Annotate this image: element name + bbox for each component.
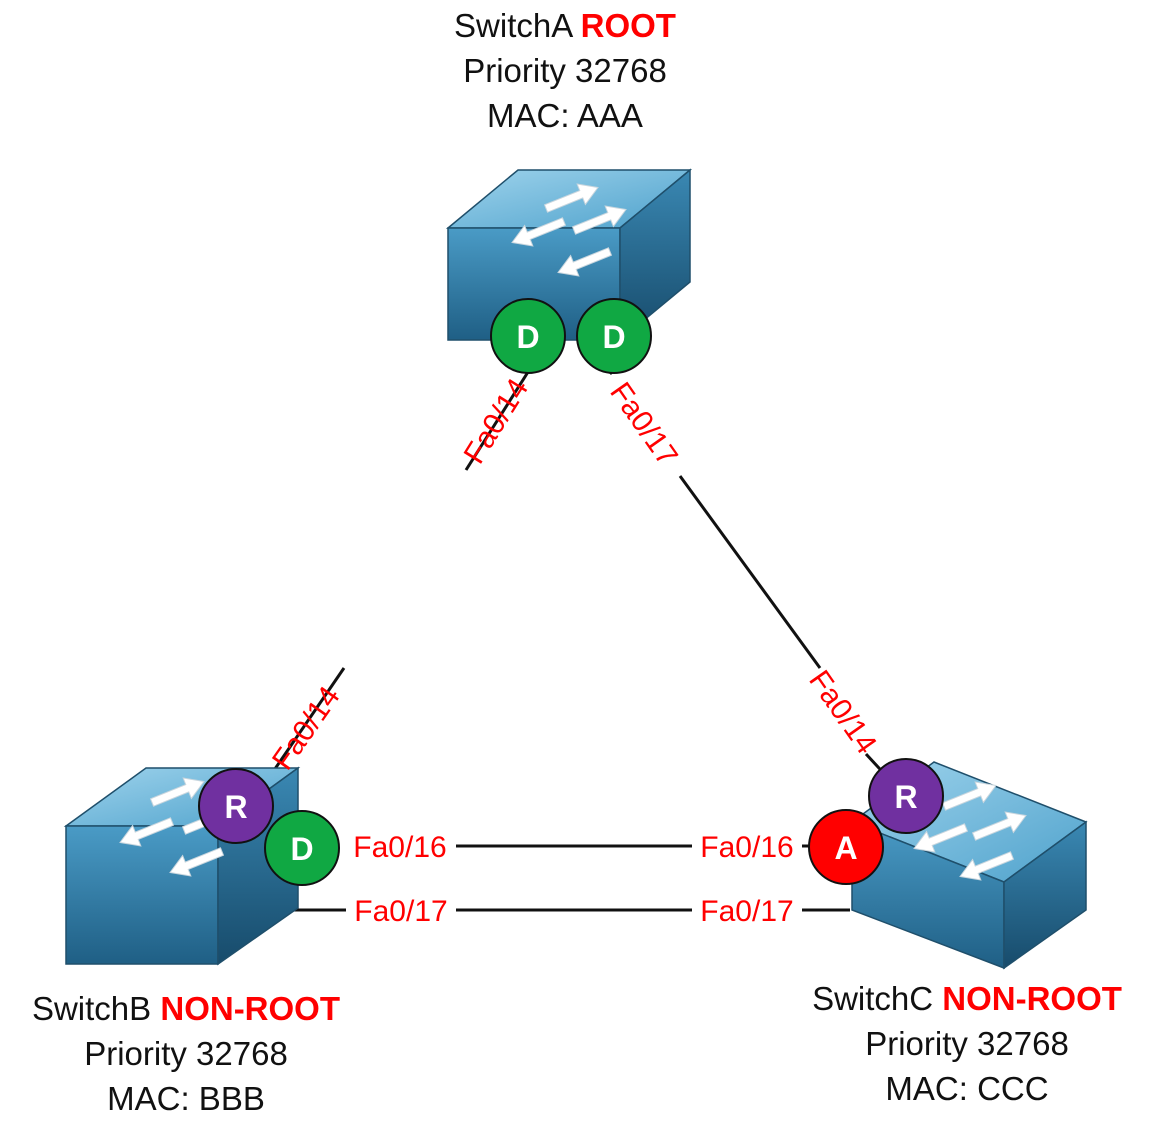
- link-a-b: [264, 667, 346, 783]
- switch-b-root-port-badge: R: [198, 768, 274, 844]
- link-a-b: [464, 371, 530, 471]
- svg-text:A: A: [834, 830, 857, 866]
- switch-b-label: SwitchB NON-ROOT Priority 32768 MAC: BBB: [0, 986, 372, 1121]
- svg-text:D: D: [290, 831, 313, 867]
- switch-b-name: SwitchB: [31, 990, 152, 1027]
- svg-text:D: D: [602, 319, 625, 355]
- switch-a-icon: [445, 168, 693, 342]
- label-a-fa017: Fa0/17: [603, 377, 684, 472]
- switch-c-priority: Priority 32768: [865, 1025, 1069, 1062]
- switch-a-label: SwitchA ROOT Priority 32768 MAC: AAA: [360, 3, 770, 138]
- link-a-c: [678, 475, 822, 669]
- switch-b-designated-port-badge: D: [264, 810, 340, 886]
- switch-a-port-fa017-badge: D: [576, 298, 652, 374]
- switch-a-priority: Priority 32768: [463, 52, 667, 89]
- switch-c-mac: MAC: CCC: [885, 1070, 1049, 1107]
- links: [264, 370, 892, 912]
- svg-text:R: R: [894, 779, 917, 815]
- switch-c-alternate-port-badge: A: [808, 809, 884, 885]
- label-b-fa014: Fa0/14: [266, 681, 347, 776]
- switch-c-root-port-badge: R: [868, 758, 944, 834]
- switch-b-role: NON-ROOT: [160, 990, 341, 1027]
- switch-a-name: SwitchA: [454, 7, 572, 44]
- label-a-fa014: Fa0/14: [458, 373, 535, 470]
- svg-text:R: R: [224, 789, 247, 825]
- label-c-fa014: Fa0/14: [802, 665, 883, 760]
- switch-a-port-fa014-badge: D: [490, 298, 566, 374]
- svg-text:D: D: [516, 319, 539, 355]
- label-c-fa016: Fa0/16: [700, 831, 793, 864]
- label-b-fa016: Fa0/16: [353, 831, 446, 864]
- switch-b-mac: MAC: BBB: [107, 1080, 265, 1117]
- switch-c-label: SwitchC NON-ROOT Priority 32768 MAC: CCC: [778, 976, 1156, 1111]
- label-b-fa017: Fa0/17: [354, 895, 447, 928]
- port-role-badges: D D R D R A: [198, 298, 944, 886]
- switch-b-priority: Priority 32768: [84, 1035, 288, 1072]
- label-c-fa017: Fa0/17: [700, 895, 793, 928]
- switch-c-role: NON-ROOT: [942, 980, 1122, 1017]
- switch-c-name: SwitchC: [812, 980, 934, 1017]
- switch-a-role: ROOT: [580, 7, 676, 44]
- switch-a-mac: MAC: AAA: [487, 97, 643, 134]
